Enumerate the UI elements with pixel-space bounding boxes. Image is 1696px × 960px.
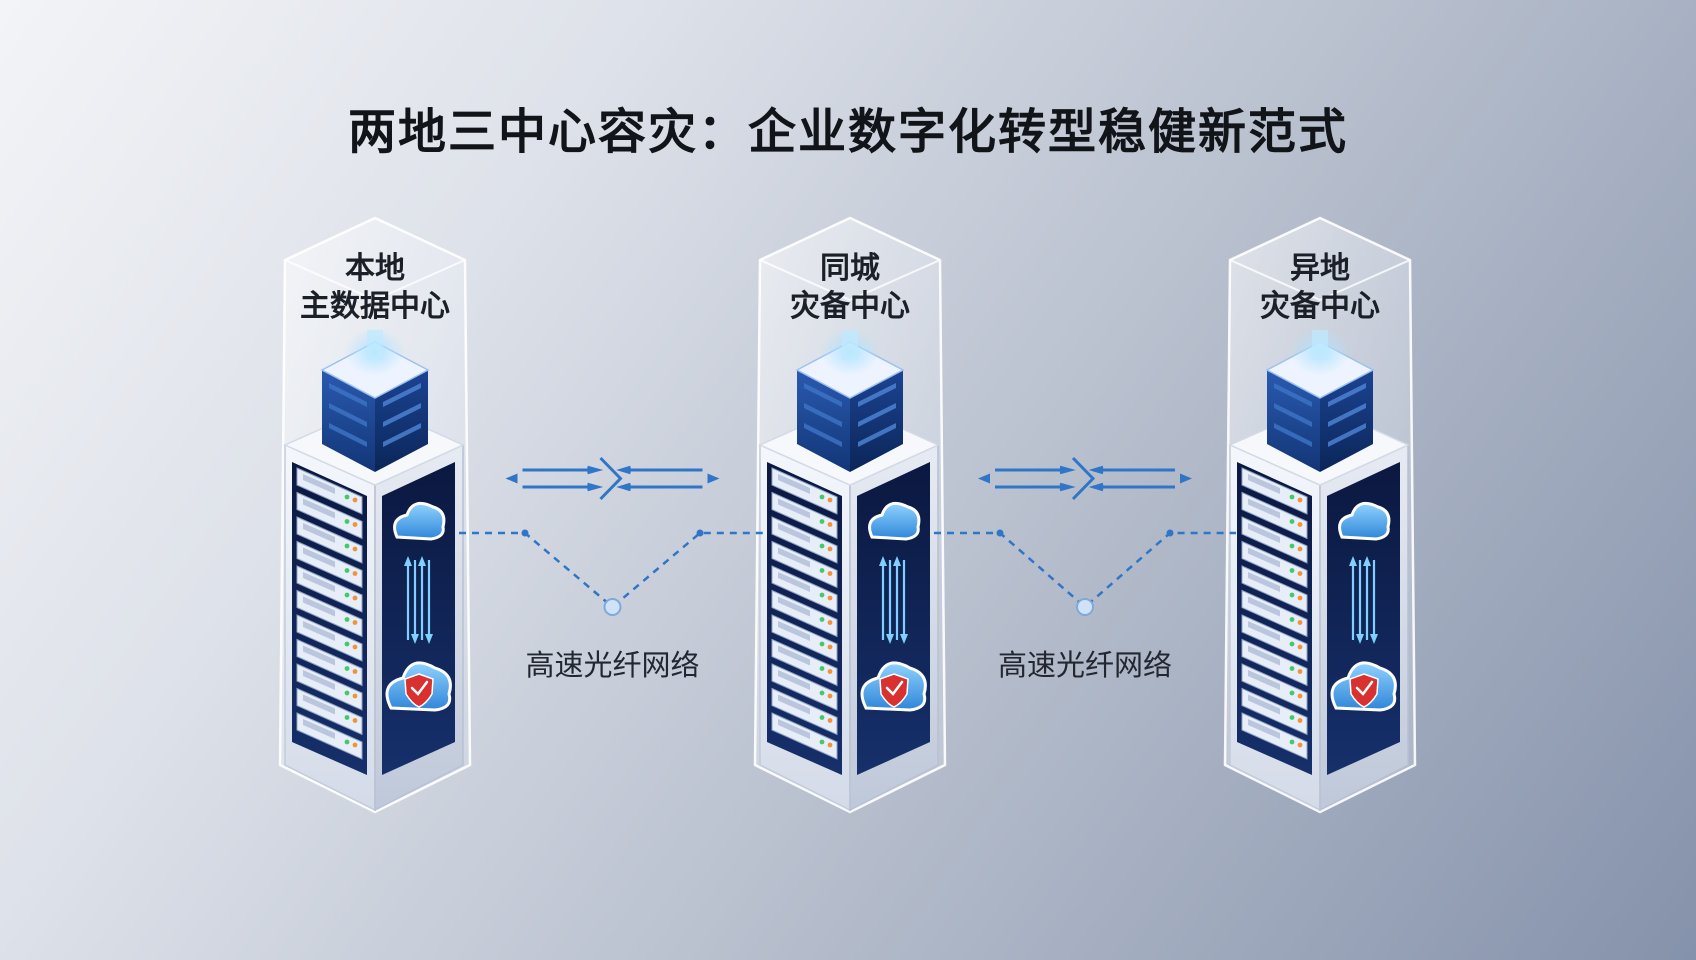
network-label: 高速光纤网络 (525, 648, 700, 682)
server-unit (296, 565, 363, 613)
bidirectional-arrows-icon (505, 456, 720, 501)
server-unit (1241, 467, 1308, 515)
server-unit (1241, 540, 1308, 589)
server-unit (771, 491, 838, 540)
server-unit (296, 663, 363, 711)
server-cube (320, 328, 430, 472)
server-unit (1241, 638, 1308, 687)
sync-arrows-icon (1349, 556, 1378, 644)
server-unit (296, 540, 363, 589)
server-unit (1241, 491, 1308, 540)
tower-label-line1: 同城 (820, 251, 880, 286)
server-cube (795, 328, 905, 472)
server-unit (296, 491, 363, 540)
cloud-shield-icon (860, 661, 927, 712)
server-unit (771, 712, 838, 760)
node-dot (1076, 598, 1094, 616)
cloud-shield-icon (1330, 661, 1397, 712)
server-unit (296, 589, 363, 638)
server-unit (771, 516, 838, 564)
tower-label-line2: 灾备中心 (790, 289, 910, 324)
cloud-shield-icon (385, 661, 452, 712)
server-unit (296, 638, 363, 687)
node-dot (603, 598, 622, 616)
tower-label: 异地灾备中心 (1210, 250, 1430, 326)
tower-label: 本地主数据中心 (265, 250, 485, 326)
network-label: 高速光纤网络 (997, 648, 1172, 682)
server-unit (1241, 687, 1308, 736)
server-unit (1241, 565, 1308, 613)
data-center-tower (753, 216, 947, 814)
server-unit (296, 516, 363, 564)
link-connection (459, 456, 766, 616)
server-unit (771, 589, 838, 638)
sync-arrows-icon (879, 556, 908, 644)
tower-label-line1: 异地 (1290, 251, 1350, 286)
server-cube (1265, 328, 1375, 472)
server-unit (1241, 589, 1308, 638)
server-unit (771, 614, 838, 662)
server-unit (296, 712, 363, 760)
tower-label-line1: 本地 (345, 251, 405, 286)
cloud-icon (393, 501, 446, 541)
server-unit (1241, 712, 1308, 760)
data-center-tower (278, 216, 472, 814)
server-unit (296, 467, 363, 515)
server-unit (771, 638, 838, 687)
tower-label-line2: 主数据中心 (300, 289, 450, 324)
bidirectional-arrows-icon (978, 456, 1192, 501)
data-center-tower (1223, 216, 1417, 814)
tower-label: 同城灾备中心 (740, 250, 960, 326)
server-unit (771, 687, 838, 736)
server-unit (771, 565, 838, 613)
cloud-icon (1338, 501, 1391, 541)
server-unit (771, 467, 838, 515)
server-unit (296, 687, 363, 736)
server-unit (296, 614, 363, 662)
server-unit (771, 540, 838, 589)
server-unit (771, 663, 838, 711)
server-unit (1241, 614, 1308, 662)
cloud-icon (868, 501, 921, 541)
server-unit (1241, 516, 1308, 564)
server-unit (1241, 663, 1308, 711)
tower-label-line2: 灾备中心 (1260, 289, 1380, 324)
page-title: 两地三中心容灾：企业数字化转型稳健新范式 (347, 104, 1348, 160)
link-connection (934, 456, 1236, 616)
sync-arrows-icon (404, 556, 433, 644)
